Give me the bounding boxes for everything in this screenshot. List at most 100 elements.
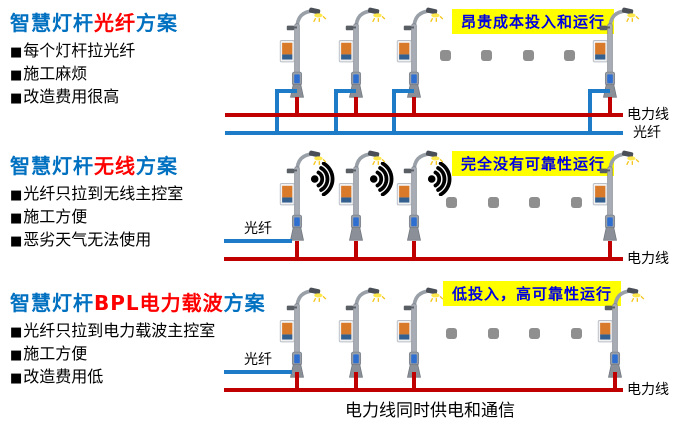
ellipsis-dot: [440, 50, 451, 61]
lamp-post: [326, 7, 386, 100]
fiber-drop: [588, 89, 592, 135]
bullet-text: 施工方便: [23, 344, 88, 363]
ellipsis-dot: [564, 50, 575, 61]
fiber-drop: [334, 89, 338, 135]
power-line-label: 电力线: [627, 382, 669, 398]
section-wireless-text: 智慧灯杆无线方案 ■光纤只拉到无线主控室 ■施工方便 ■恶劣天气无法使用: [10, 150, 240, 252]
title-part: 方案: [136, 11, 178, 35]
lamp-post: [384, 287, 444, 380]
fiber-line-short: [224, 239, 292, 243]
ellipsis-dot: [529, 197, 540, 208]
fiber-line-short: [224, 370, 292, 374]
title-part: 方案: [223, 291, 266, 315]
lamp-post: [580, 7, 640, 100]
bullet-item: ■光纤只拉到无线主控室: [10, 183, 240, 206]
title-part: 方案: [136, 154, 178, 178]
bullet-text: 每个灯杆拉光纤: [23, 41, 136, 60]
bullet-text: 施工方便: [23, 207, 88, 226]
bullet-marker: ■: [10, 45, 23, 60]
power-drop: [295, 241, 299, 259]
fiber-drop-arm: [334, 89, 356, 93]
bullet-text: 恶劣天气无法使用: [23, 230, 152, 249]
fiber-line-label: 光纤: [633, 125, 661, 141]
power-drop: [608, 97, 612, 115]
section-wireless-title: 智慧灯杆无线方案: [10, 150, 240, 179]
bullet-item: ■施工方便: [10, 206, 240, 229]
title-part-highlight: 无线: [94, 154, 136, 178]
bullet-marker: ■: [10, 234, 23, 249]
bullet-marker: ■: [10, 68, 23, 83]
bullet-item: ■施工方便: [10, 343, 240, 366]
power-drop: [412, 372, 416, 390]
callout-fiber-cost: 昂贵成本投入和运行: [452, 9, 615, 34]
section-fiber-text: 智慧灯杆光纤方案 ■每个灯杆拉光纤 ■施工麻烦 ■改造费用很高: [10, 7, 240, 109]
bullet-marker: ■: [10, 348, 23, 363]
lamp-post: [267, 287, 327, 380]
power-line-label: 电力线: [627, 107, 669, 123]
bullet-text: 改造费用很高: [23, 87, 120, 106]
lamp-post: [585, 287, 645, 380]
callout-wireless-reliability: 完全没有可靠性运行: [452, 151, 615, 176]
fiber-drop-arm: [392, 89, 414, 93]
ellipsis-dot: [446, 197, 457, 208]
bullet-marker: ■: [10, 371, 23, 386]
title-part: 智慧灯杆: [10, 11, 94, 35]
ellipsis-dot: [488, 197, 499, 208]
power-drop: [354, 372, 358, 390]
ellipsis-dot: [446, 328, 457, 339]
power-drop: [412, 241, 416, 259]
fiber-drop-arm: [588, 89, 610, 93]
fiber-line-label: 光纤: [244, 221, 272, 237]
wifi-signal-icon: [425, 162, 463, 196]
title-part-highlight: BPL电力载波: [94, 291, 224, 315]
section-fiber-bullets: ■每个灯杆拉光纤 ■施工麻烦 ■改造费用很高: [10, 40, 240, 109]
bullet-item: ■改造费用很高: [10, 86, 240, 109]
ellipsis-dot: [571, 328, 582, 339]
fiber-line-label: 光纤: [244, 352, 272, 368]
power-line: [224, 388, 623, 392]
fiber-line: [225, 131, 623, 135]
fiber-drop: [275, 89, 279, 135]
fiber-drop-arm: [275, 89, 297, 93]
power-drop: [412, 97, 416, 115]
section-bpl-text: 智慧灯杆BPL电力载波方案 ■光纤只拉到电力载波主控室 ■施工方便 ■改造费用低: [10, 287, 265, 389]
bullet-item: ■施工麻烦: [10, 63, 240, 86]
bullet-marker: ■: [10, 91, 23, 106]
callout-bpl-benefit: 低投入，高可靠性运行: [443, 281, 622, 306]
lamp-post: [326, 287, 386, 380]
title-part: 智慧灯杆: [10, 291, 94, 315]
bullet-text: 光纤只拉到电力载波主控室: [23, 321, 216, 340]
section-fiber-title: 智慧灯杆光纤方案: [10, 7, 240, 36]
section-bpl-title: 智慧灯杆BPL电力载波方案: [10, 287, 265, 316]
wifi-signal-icon: [367, 162, 405, 196]
power-line-label: 电力线: [627, 251, 669, 267]
bullet-item: ■光纤只拉到电力载波主控室: [10, 320, 240, 343]
power-drop: [608, 241, 612, 259]
lamp-post: [267, 7, 327, 100]
bullet-marker: ■: [10, 211, 23, 226]
bullet-marker: ■: [10, 325, 23, 340]
bullet-text: 改造费用低: [23, 367, 104, 386]
bullet-text: 施工麻烦: [23, 64, 88, 83]
ellipsis-dot: [571, 197, 582, 208]
power-drop: [354, 97, 358, 115]
power-line: [224, 257, 623, 261]
section-wireless-bullets: ■光纤只拉到无线主控室 ■施工方便 ■恶劣天气无法使用: [10, 183, 240, 252]
lamp-post: [580, 150, 640, 243]
ellipsis-dot: [523, 50, 534, 61]
power-drop: [354, 241, 358, 259]
bullet-item: ■恶劣天气无法使用: [10, 229, 240, 252]
title-part: 智慧灯杆: [10, 154, 94, 178]
power-line: [225, 113, 623, 117]
ellipsis-dot: [481, 50, 492, 61]
ellipsis-dot: [529, 328, 540, 339]
section-bpl-bullets: ■光纤只拉到电力载波主控室 ■施工方便 ■改造费用低: [10, 320, 240, 389]
power-drop: [613, 372, 617, 390]
fiber-drop: [392, 89, 396, 135]
title-part-highlight: 光纤: [94, 11, 136, 35]
lamp-post: [384, 7, 444, 100]
bullet-item: ■改造费用低: [10, 366, 240, 389]
power-drop: [295, 372, 299, 390]
bullet-item: ■每个灯杆拉光纤: [10, 40, 240, 63]
